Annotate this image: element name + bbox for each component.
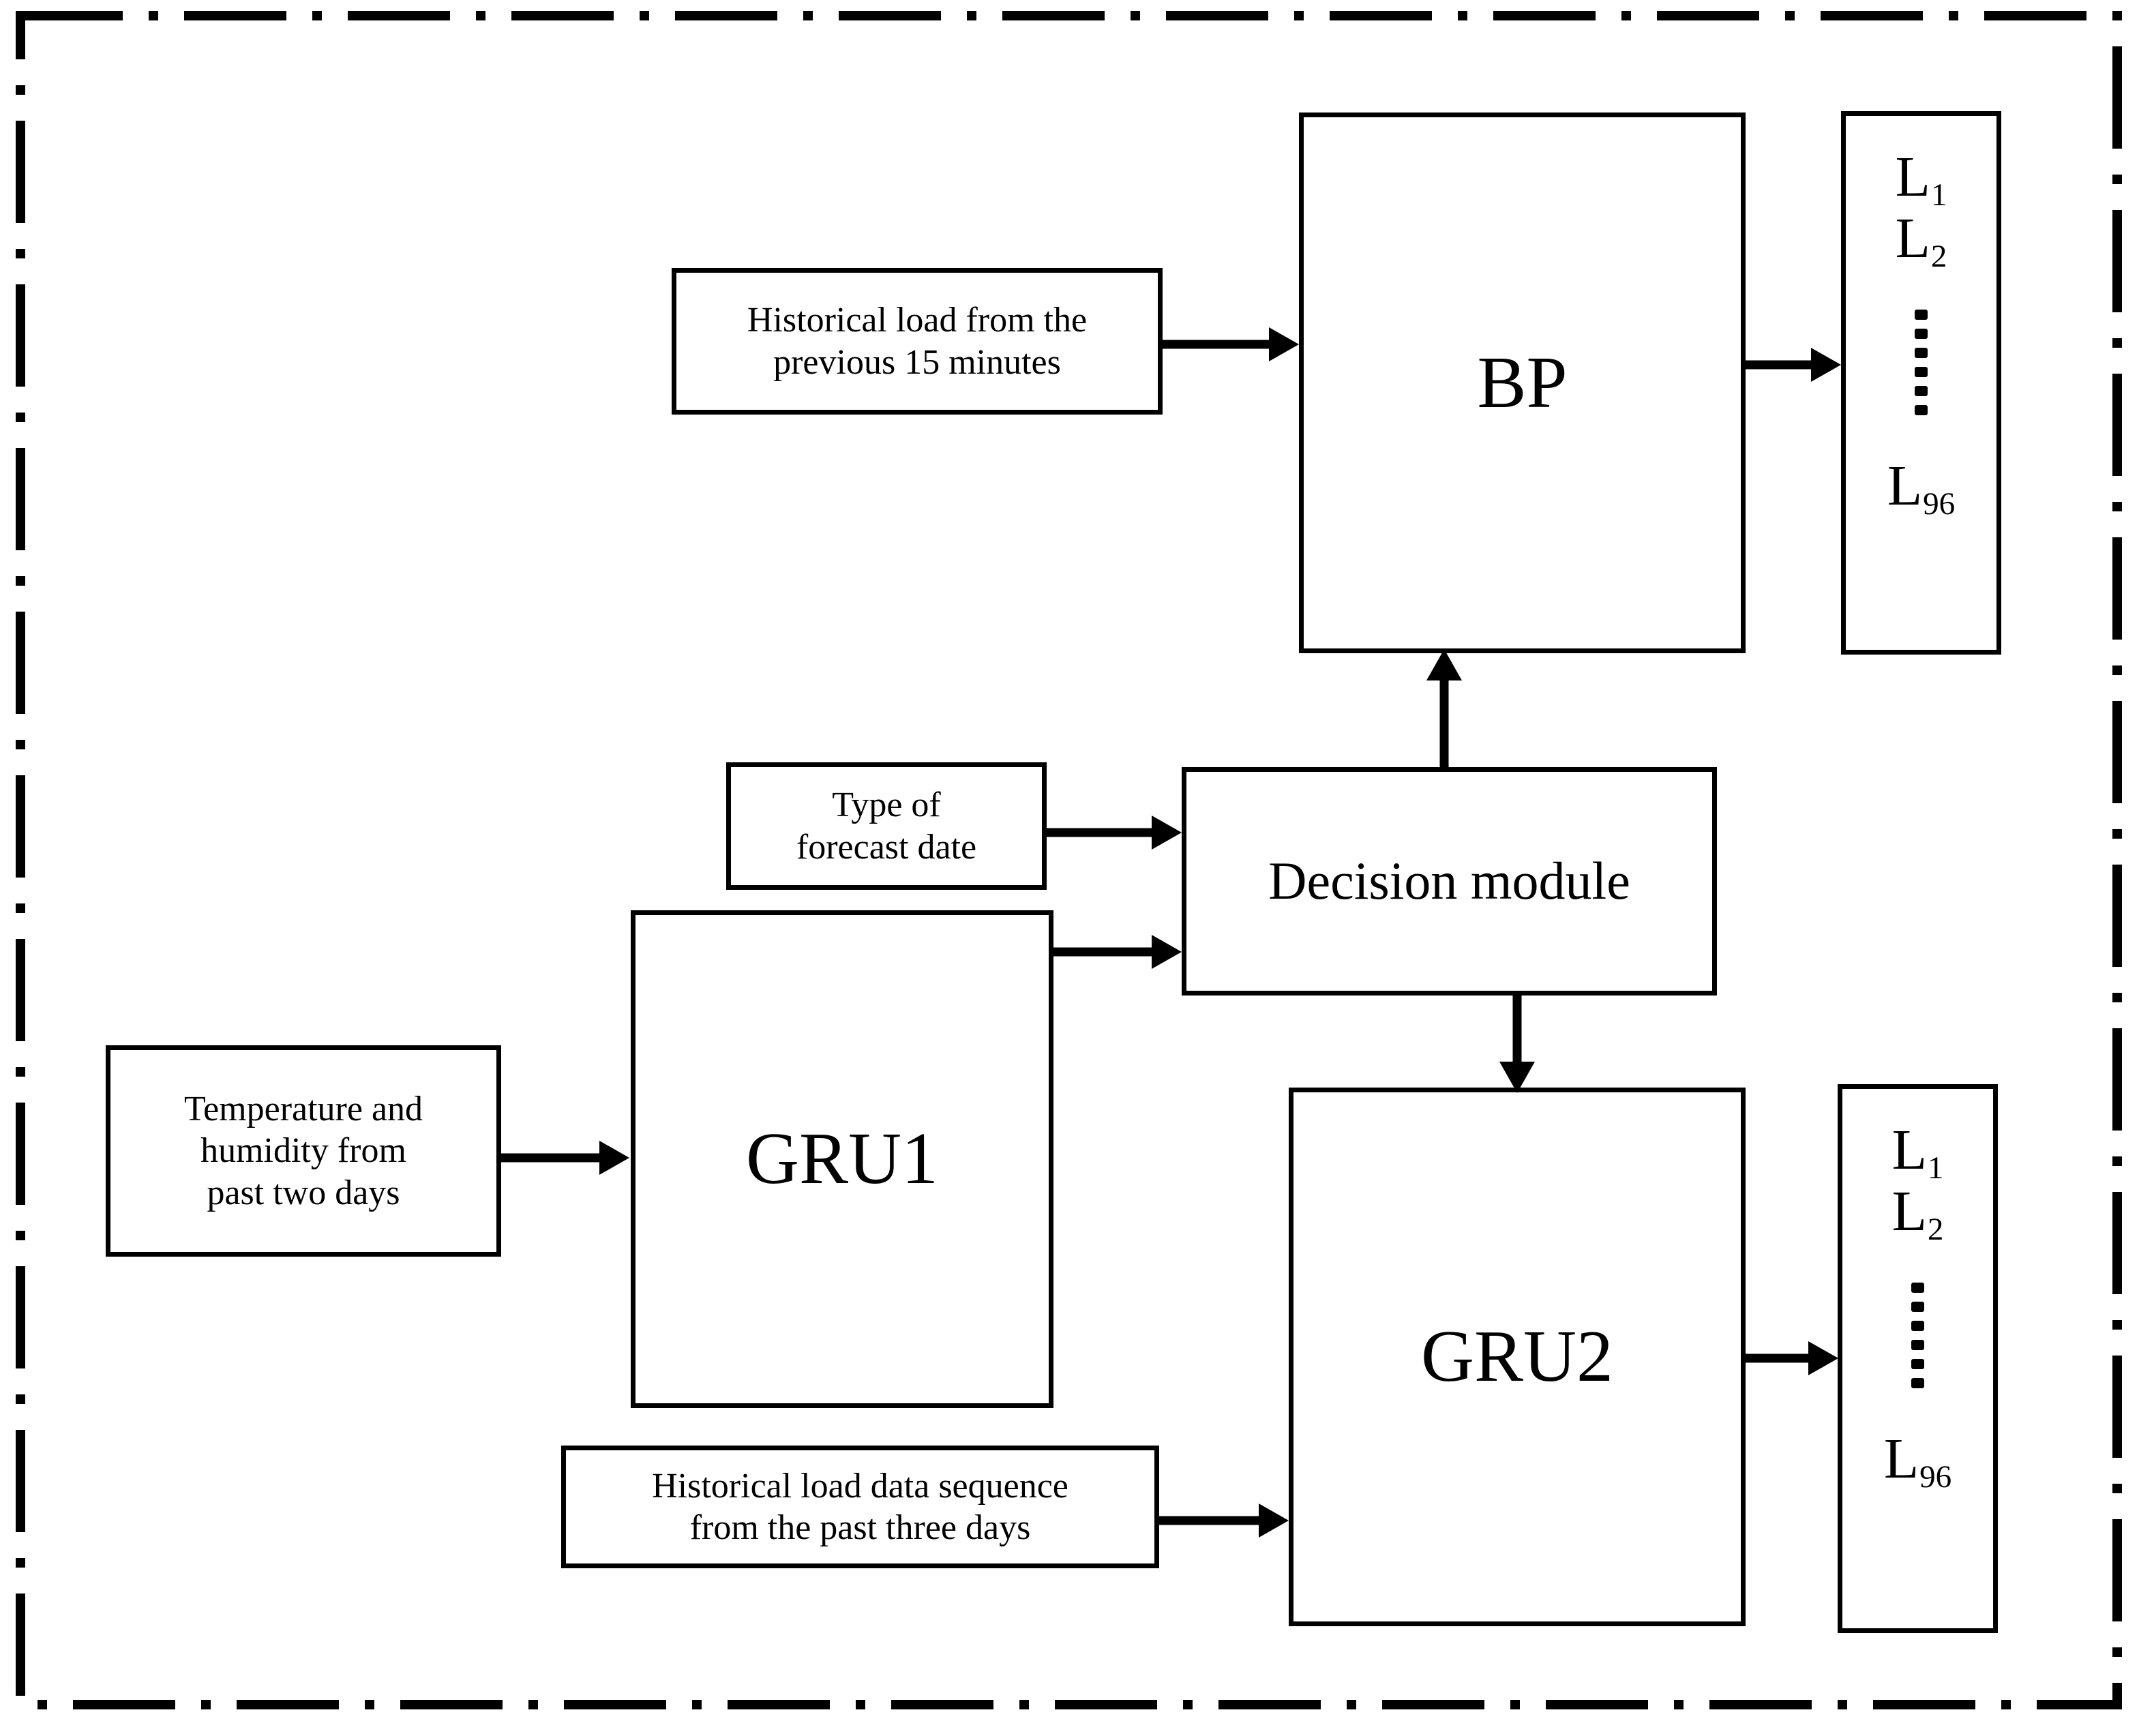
node-historical-load-15min[interactable]: Historical load from the previous 15 min… xyxy=(672,268,1163,415)
output-item-top-1: L1 xyxy=(1895,145,1947,213)
node-gru1-label: GRU1 xyxy=(745,1118,939,1200)
node-gru1[interactable]: GRU1 xyxy=(631,910,1053,1408)
node-historical-load-3days-label: Historical load data sequence from the p… xyxy=(652,1466,1068,1547)
node-decision-module[interactable]: Decision module xyxy=(1182,767,1717,996)
arrow-type-of-forecast-date-to-decision-module xyxy=(1047,805,1185,860)
output-item-top-96: L96 xyxy=(1887,454,1956,522)
arrow-gru1-to-decision-module xyxy=(1053,925,1185,979)
node-type-of-forecast-date-label: Type of forecast date xyxy=(796,785,977,867)
arrow-temperature-humidity-to-gru1 xyxy=(501,1131,633,1185)
node-bp[interactable]: BP xyxy=(1299,113,1746,653)
output-box-top[interactable]: L1 L2 L96 xyxy=(1841,111,2001,655)
node-gru2[interactable]: GRU2 xyxy=(1289,1088,1746,1626)
vertical-ellipsis-icon-bottom xyxy=(1911,1283,1924,1388)
output-item-bottom-96: L96 xyxy=(1883,1427,1952,1495)
arrow-decision-module-to-bp xyxy=(1417,648,1471,770)
output-box-bottom[interactable]: L1 L2 L96 xyxy=(1838,1084,1998,1633)
arrow-decision-module-to-gru2 xyxy=(1490,992,1544,1094)
arrow-historical-load-3days-to-gru2 xyxy=(1159,1493,1292,1548)
output-item-top-2: L2 xyxy=(1895,207,1947,275)
node-type-of-forecast-date[interactable]: Type of forecast date xyxy=(726,762,1047,890)
node-gru2-label: GRU2 xyxy=(1420,1316,1614,1398)
node-historical-load-3days[interactable]: Historical load data sequence from the p… xyxy=(561,1446,1159,1568)
arrow-historical-load-15min-to-bp xyxy=(1163,317,1302,372)
output-item-bottom-2: L2 xyxy=(1891,1180,1944,1248)
node-decision-module-label: Decision module xyxy=(1268,851,1630,911)
arrow-gru2-to-output-bottom xyxy=(1746,1331,1841,1386)
node-temperature-humidity[interactable]: Temperature and humidity from past two d… xyxy=(106,1045,501,1257)
vertical-ellipsis-icon-top xyxy=(1915,310,1928,415)
node-temperature-humidity-label: Temperature and humidity from past two d… xyxy=(183,1089,423,1212)
output-item-bottom-1: L1 xyxy=(1891,1118,1944,1186)
arrow-bp-to-output-top xyxy=(1746,338,1844,392)
node-bp-label: BP xyxy=(1477,342,1568,423)
node-historical-load-15min-label: Historical load from the previous 15 min… xyxy=(747,301,1088,382)
